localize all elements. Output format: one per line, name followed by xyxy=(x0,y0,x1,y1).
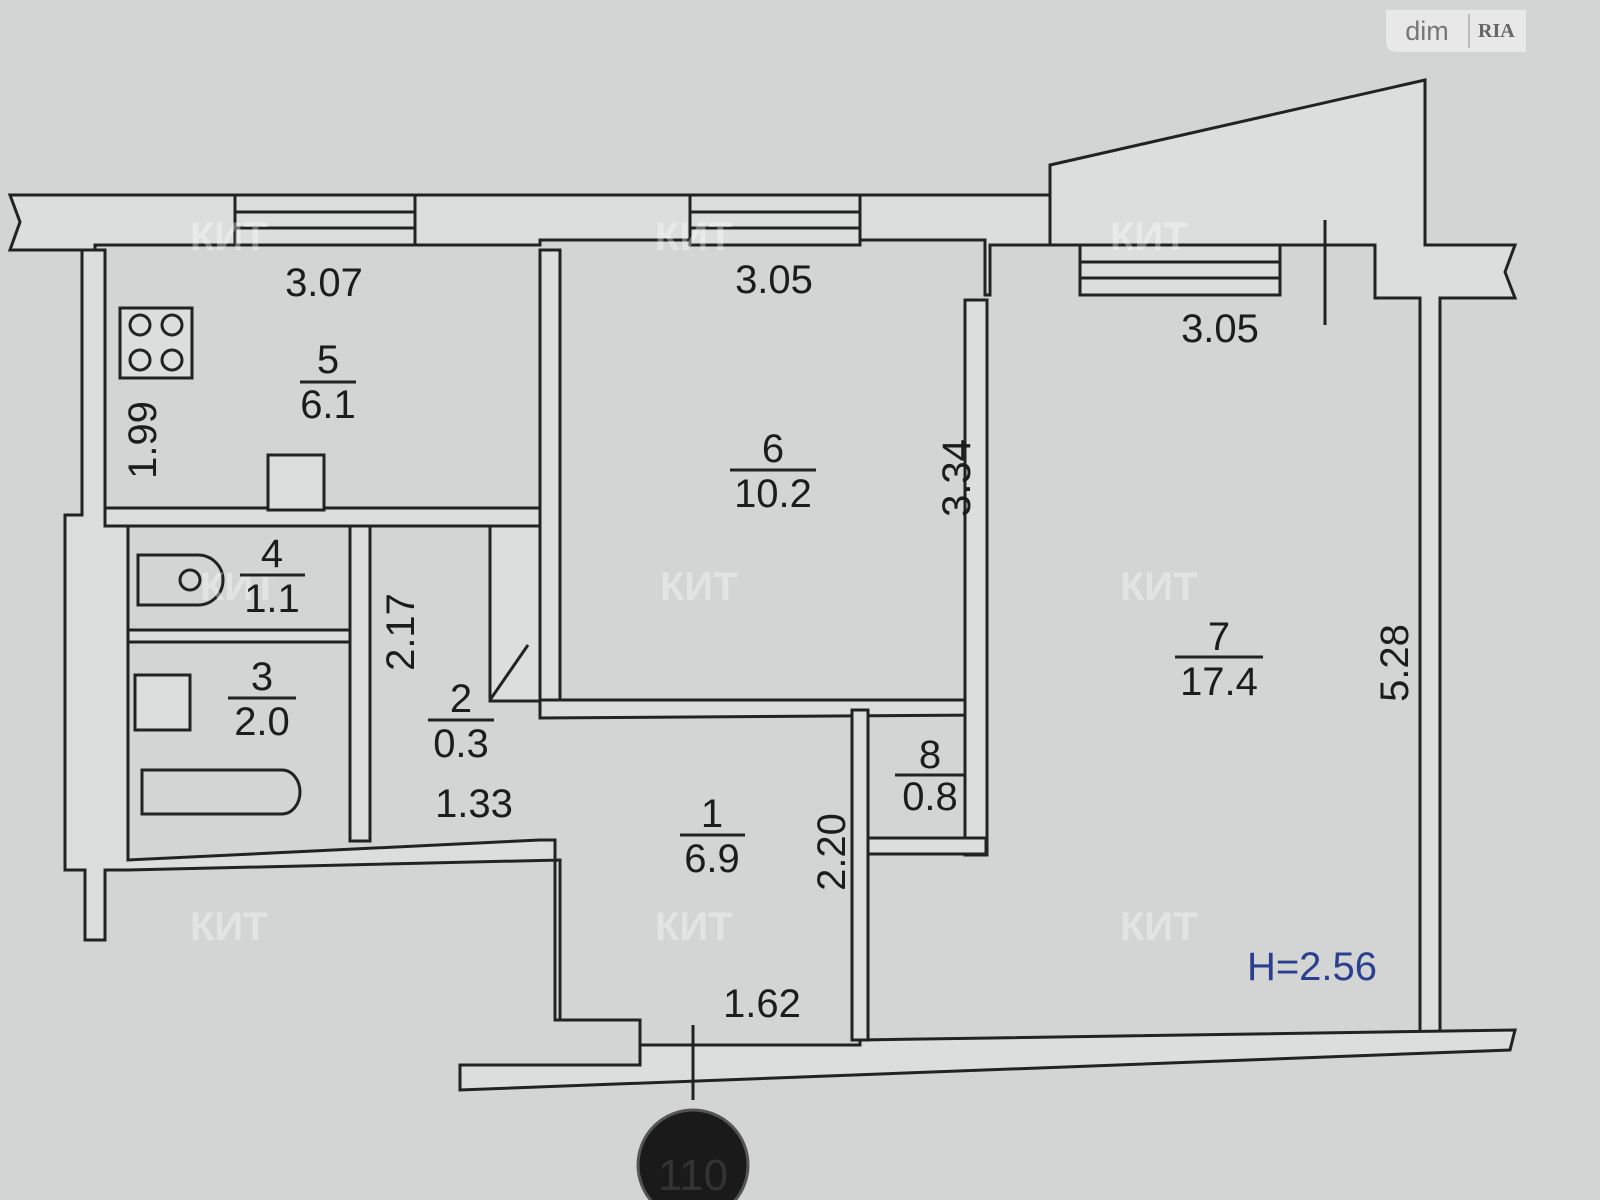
plan-line xyxy=(126,628,352,644)
room-2-number: 2 xyxy=(450,677,472,721)
label: 3.07 xyxy=(285,261,363,305)
room-5-area: 6.1 xyxy=(300,383,356,427)
label: 1.62 xyxy=(723,982,801,1026)
room-3-number: 3 xyxy=(251,655,273,699)
room-8-number: 8 xyxy=(919,733,941,777)
plan-line xyxy=(850,708,870,1042)
label: КИТ xyxy=(1110,215,1188,259)
plan-line xyxy=(348,524,372,843)
plan-line xyxy=(1048,78,1518,1037)
plan-line xyxy=(128,313,152,337)
plan-line xyxy=(688,193,862,247)
label: КИТ xyxy=(1120,905,1198,949)
room-5-number: 5 xyxy=(317,338,339,382)
plan-line xyxy=(636,1108,750,1200)
dim-ria-logo: dim RIA xyxy=(1386,10,1526,52)
plan-line xyxy=(128,348,152,372)
plan-line xyxy=(160,348,184,372)
plan-line xyxy=(178,568,202,592)
label: 1.99 xyxy=(121,401,165,479)
windows xyxy=(233,193,1327,325)
label: 3.05 xyxy=(735,258,813,302)
label: КИТ xyxy=(190,905,268,949)
ceiling-height-label: H=2.56 xyxy=(1247,945,1377,989)
plan-line xyxy=(488,524,542,703)
label: 3.05 xyxy=(1181,307,1259,351)
label: КИТ xyxy=(200,565,278,609)
plan-line xyxy=(233,193,417,247)
dimension-labels: 3.07 3.05 3.05 1.33 1.62 1.99 3.34 5.28 … xyxy=(121,258,1417,1026)
room-4-area: 1.1 xyxy=(244,577,300,621)
label: КИТ xyxy=(190,215,268,259)
room-7-number: 7 xyxy=(1208,615,1230,659)
logo-dim: dim xyxy=(1405,15,1449,46)
logo-ria: RIA xyxy=(1478,19,1515,42)
label: КИТ xyxy=(655,215,733,259)
plan-line xyxy=(963,298,989,857)
plan-line xyxy=(160,313,184,337)
washbasin-icon xyxy=(133,673,192,732)
plan-line xyxy=(7,193,1062,297)
label: КИТ xyxy=(655,905,733,949)
marker-label: 110 xyxy=(658,1151,728,1200)
room-labels: 5 6.1 6 10.2 7 17.4 4 1.1 3 2.0 2 0.3 1 … xyxy=(228,338,1263,881)
label: КИТ xyxy=(1120,565,1198,609)
marker: 110 xyxy=(636,1025,750,1200)
room-1-area: 6.9 xyxy=(684,837,740,881)
plan-line xyxy=(63,248,1517,1092)
room-7-area: 17.4 xyxy=(1180,660,1258,704)
watermarks: КИТ КИТ КИТ КИТ КИТ КИТ КИТ КИТ КИТ xyxy=(190,215,1198,949)
room-3-area: 2.0 xyxy=(234,700,290,744)
door-swing xyxy=(488,644,530,701)
room-4-number: 4 xyxy=(261,532,283,576)
room-8-area: 0.8 xyxy=(902,775,958,819)
label: 2.20 xyxy=(810,813,854,891)
plan-line xyxy=(538,248,562,717)
label: КИТ xyxy=(660,565,738,609)
label: 2.17 xyxy=(379,593,423,671)
sink-icon xyxy=(266,453,326,512)
label: 1.33 xyxy=(435,782,513,826)
label: 3.34 xyxy=(935,439,979,517)
plan-line xyxy=(866,836,988,856)
room-1-number: 1 xyxy=(701,792,723,836)
label: 5.28 xyxy=(1373,624,1417,702)
room-2-area: 0.3 xyxy=(433,722,489,766)
fixtures xyxy=(118,306,530,816)
room-6-area: 10.2 xyxy=(734,472,812,516)
plan-line xyxy=(538,698,987,720)
room-6-number: 6 xyxy=(762,427,784,471)
bathtub-icon xyxy=(140,768,302,816)
plan-line xyxy=(1078,243,1282,297)
toilet-icon xyxy=(136,553,225,607)
